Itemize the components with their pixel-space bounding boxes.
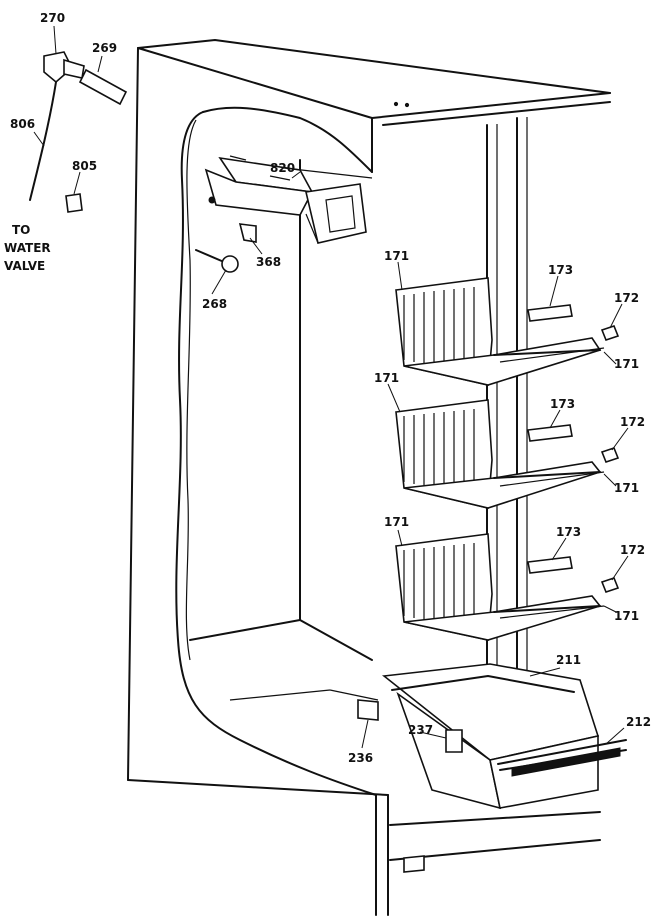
callout-173-a: 173	[548, 263, 573, 277]
callout-270: 270	[40, 11, 65, 25]
callout-171-f: 171	[614, 609, 639, 623]
callout-173-b: 173	[550, 397, 575, 411]
shelf-supports	[527, 304, 620, 593]
shelf-top	[395, 277, 605, 386]
callout-172-c: 172	[620, 543, 645, 557]
shelf-bottom	[395, 533, 605, 641]
callout-171-a: 171	[384, 249, 409, 263]
ice-maker-assembly	[204, 155, 373, 244]
callout-820: 820	[270, 161, 295, 175]
water-note-line-2: WATER	[4, 241, 51, 255]
liner-outline	[175, 106, 379, 796]
callout-805: 805	[72, 159, 97, 173]
callout-212: 212	[626, 715, 651, 729]
callout-268: 268	[202, 297, 227, 311]
callout-211: 211	[556, 653, 581, 667]
callout-173-c: 173	[556, 525, 581, 539]
callout-806: 806	[10, 117, 35, 131]
callout-237: 237	[408, 723, 433, 737]
water-note-line-3: VALVE	[4, 259, 45, 273]
leader-lines	[33, 25, 629, 749]
callout-171-c: 171	[374, 371, 399, 385]
callout-269: 269	[92, 41, 117, 55]
bin-211	[381, 663, 627, 810]
callout-171-b: 171	[614, 357, 639, 371]
callout-labels: 270 269 806 805 820 368 268 171 173 172 …	[10, 11, 651, 765]
shelf-middle	[395, 399, 605, 509]
water-note-line-1: TO	[12, 223, 30, 237]
callout-172-b: 172	[620, 415, 645, 429]
callout-171-e: 171	[384, 515, 409, 529]
water-valve-note: TO WATER VALVE	[4, 223, 51, 273]
small-parts	[29, 51, 463, 873]
callout-236: 236	[348, 751, 373, 765]
callout-171-d: 171	[614, 481, 639, 495]
callout-368: 368	[256, 255, 281, 269]
callout-172-a: 172	[614, 291, 639, 305]
